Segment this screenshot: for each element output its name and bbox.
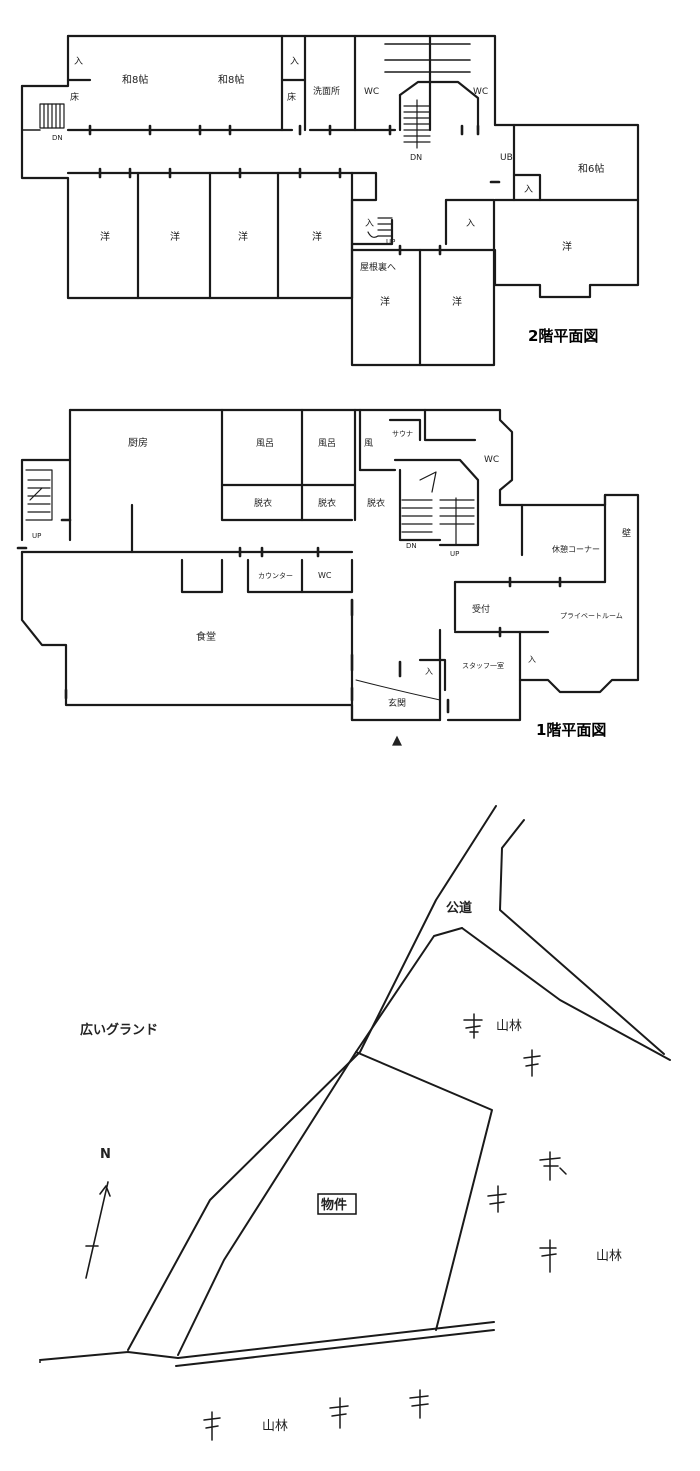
site-roads <box>39 805 671 1367</box>
room-datsui-c: 脱衣 <box>367 497 385 509</box>
room-you-5: 洋 <box>562 240 572 253</box>
room-datsui-b: 脱衣 <box>318 497 336 509</box>
stair-up-center: UP <box>450 550 459 558</box>
stair-up: UP <box>386 238 395 246</box>
floor1-entrance-door <box>355 679 441 701</box>
room-tokonoma-a: 床 <box>70 91 79 103</box>
room-ub: UB <box>500 153 513 163</box>
room-iri-a: 入 <box>74 56 83 67</box>
entrance-marker: ▲ <box>392 733 402 748</box>
room-washitsu-a: 和8帖 <box>122 73 148 86</box>
room-chubo: 厨房 <box>128 436 148 449</box>
room-wc-a: WC <box>364 87 379 97</box>
room-sauna: サウナ <box>392 430 413 438</box>
room-datsui-a: 脱衣 <box>254 497 272 509</box>
floor1-plan: 厨房 風呂 風呂 風 サウナ WC 脱衣 脱衣 脱衣 UP DN UP カウンタ… <box>16 408 640 748</box>
label-sanrin-3: 山林 <box>262 1419 288 1434</box>
room-senmenjo: 洗面所 <box>313 85 340 97</box>
room-wc-b: WC <box>473 87 488 97</box>
floor2-stair-left <box>39 103 65 129</box>
label-bukken: 物件 <box>321 1197 347 1213</box>
room-staff: スタッフ一室 <box>462 661 504 670</box>
site-map: 公道 広いグランド 山林 山林 山林 物件 N <box>39 805 671 1441</box>
label-sanrin-2: 山林 <box>596 1249 622 1264</box>
room-you-3: 洋 <box>238 230 248 243</box>
stair-up-left: UP <box>32 532 41 540</box>
floor1-caption: 1階平面図 <box>536 721 606 739</box>
room-you-2: 洋 <box>170 230 180 243</box>
floor2-doors <box>88 124 501 256</box>
room-iri-e: 入 <box>466 218 475 229</box>
room-iri-d: 入 <box>365 218 374 229</box>
room-furo-b: 風呂 <box>318 438 336 449</box>
bukken-box <box>317 1193 357 1215</box>
room-washitsu-c: 和6帖 <box>578 162 604 175</box>
room-tokonoma-b: 床 <box>287 91 296 103</box>
tree-symbols <box>203 1013 567 1441</box>
room-kyukei: 休憩コーナー <box>552 544 600 554</box>
floor2-caption: 2階平面図 <box>528 327 598 345</box>
floor2-stair-small <box>367 217 393 238</box>
label-grand: 広いグランド <box>80 1022 158 1038</box>
room-wc-b: WC <box>318 571 332 580</box>
room-counter: カウンター <box>258 571 293 580</box>
room-private: プライベートルーム <box>560 612 623 620</box>
room-kabe: 壁 <box>622 527 631 539</box>
compass-north: N <box>100 1147 111 1162</box>
room-iri-a: 入 <box>425 667 433 676</box>
stair-dn-center: DN <box>410 153 422 162</box>
room-furo-c: 風 <box>364 438 373 449</box>
floor1-doors <box>16 518 562 714</box>
site-compass <box>85 1181 111 1279</box>
room-you-7: 洋 <box>452 295 462 308</box>
floor2-walls <box>20 34 640 367</box>
room-wc-a: WC <box>484 455 499 465</box>
label-koudou: 公道 <box>446 900 472 916</box>
floor2-plan: 和8帖 和8帖 床 床 入 入 洗面所 WC WC DN DN UB 和6帖 入… <box>20 34 640 367</box>
room-uketsuke: 受付 <box>472 603 490 615</box>
floor1-walls <box>20 408 640 722</box>
room-genkan: 玄関 <box>388 697 406 709</box>
room-you-1: 洋 <box>100 230 110 243</box>
floor1-stair-center <box>401 471 475 546</box>
room-furo-a: 風呂 <box>256 438 274 449</box>
room-shokudo: 食堂 <box>196 630 216 643</box>
room-washitsu-b: 和8帖 <box>218 73 244 86</box>
stair-dn: DN <box>406 542 417 550</box>
room-you-4: 洋 <box>312 230 322 243</box>
stair-dn-left: DN <box>52 134 63 142</box>
room-iri-b: 入 <box>290 56 299 67</box>
floor1-stair-left <box>25 469 53 521</box>
label-sanrin-1: 山林 <box>496 1019 522 1034</box>
room-iri-c: 入 <box>524 184 533 195</box>
floor2-stair-center <box>403 99 431 149</box>
label-yaneura: 屋根裏へ <box>360 261 396 273</box>
room-you-6: 洋 <box>380 295 390 308</box>
room-iri-b: 入 <box>528 655 536 664</box>
